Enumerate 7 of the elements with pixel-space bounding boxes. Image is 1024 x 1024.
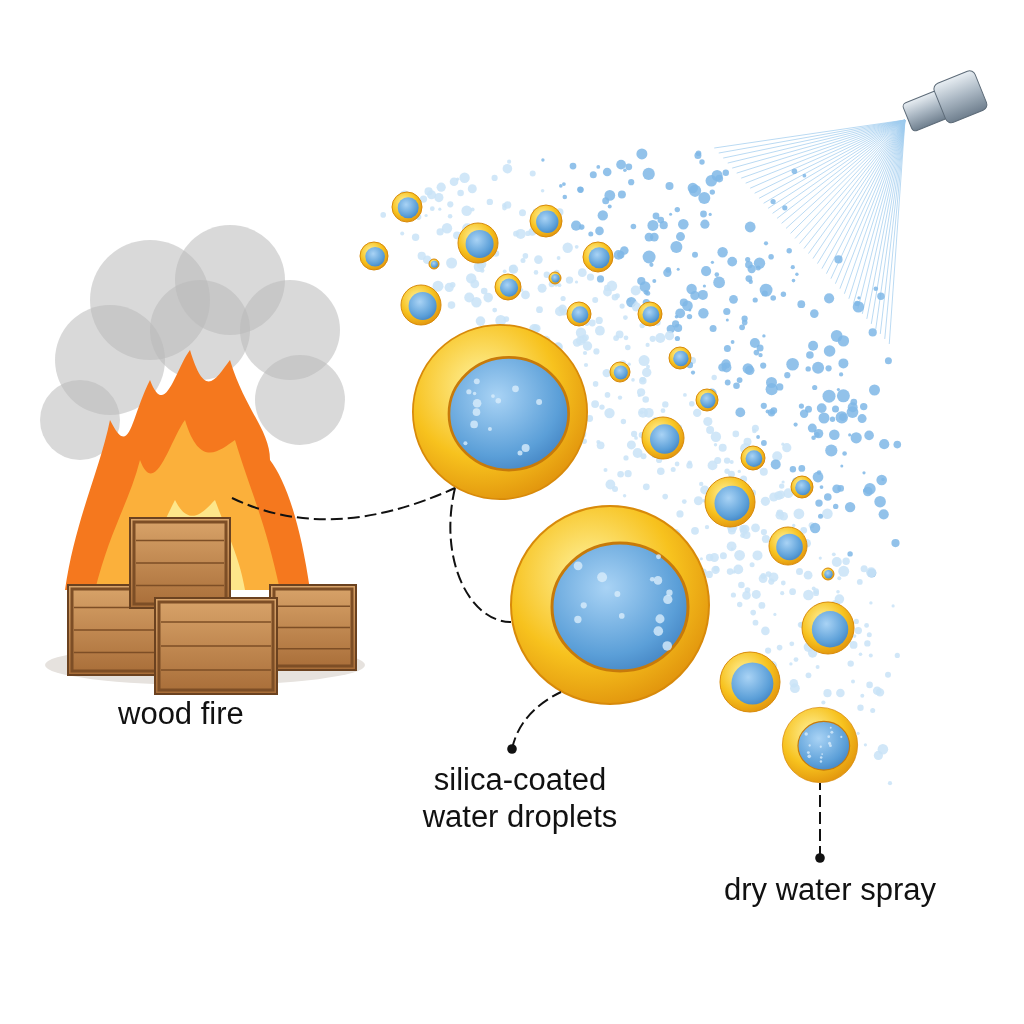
leader-line [815, 782, 825, 863]
leader-line [507, 691, 562, 754]
caption-text: wood fire [118, 696, 244, 732]
leader-line [449, 487, 512, 623]
caption-text: silica-coated water droplets [421, 762, 619, 836]
leader-line [231, 487, 456, 521]
caption-text: dry water spray [723, 872, 937, 909]
